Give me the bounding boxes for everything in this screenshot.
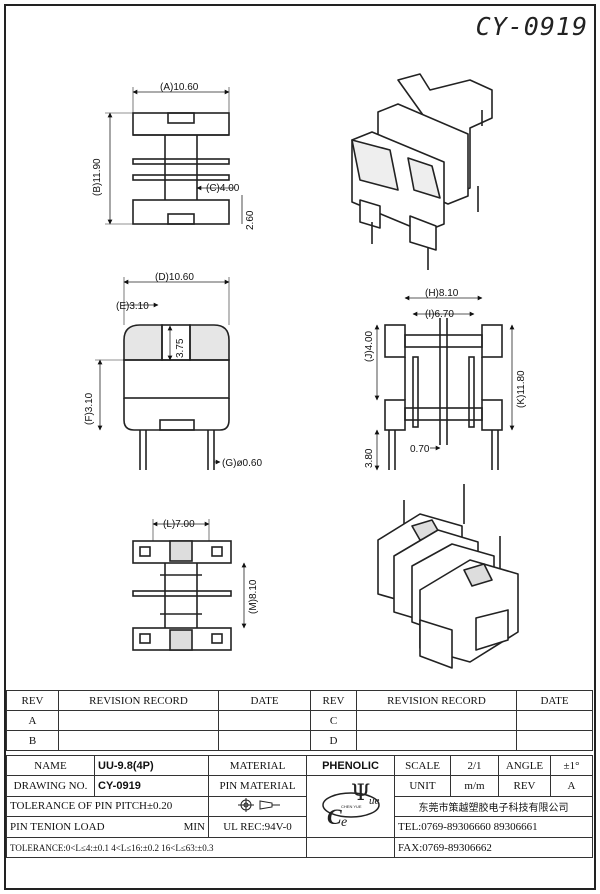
rev-label: REV [498, 775, 551, 797]
drawing-number-title: CY-0919 [475, 12, 588, 41]
date-cell [218, 730, 311, 751]
company-fax: FAX:0769-89306662 [394, 837, 593, 858]
side-view-left [95, 277, 230, 470]
material-label: MATERIAL [208, 755, 307, 776]
dim-k: (K)11.80 [516, 370, 527, 408]
title-block: NAME UU-9.8(4P) MATERIAL PHENOLIC SCALE … [6, 755, 593, 858]
projection-symbol-icon [237, 797, 280, 812]
pin-tension-cell: PIN TENION LOAD MIN [6, 816, 209, 838]
svg-text:Ψ: Ψ [351, 781, 370, 806]
pin-tension-label: PIN TENION LOAD [10, 821, 105, 834]
svg-text:ue: ue [369, 795, 380, 807]
revision-record-cell [356, 730, 517, 751]
revision-record-cell [356, 710, 517, 731]
unit-value: m/m [450, 775, 499, 797]
dim-375: 3.75 [175, 338, 186, 358]
dim-d: (D)10.60 [155, 272, 194, 283]
name-value: UU-9.8(4P) [94, 755, 209, 776]
name-label: NAME [6, 755, 95, 776]
date-header-2: DATE [516, 690, 593, 711]
dim-e: (E)3.10 [116, 301, 149, 312]
dim-380: 3.80 [364, 448, 375, 468]
revision-record-header-2: REVISION RECORD [356, 690, 517, 711]
isometric-view-top [351, 73, 493, 270]
tolerance-pin-pitch: TOLERANCE OF PIN PITCH±0.20 [6, 795, 209, 818]
dim-c: (C)4.00 [206, 183, 240, 194]
dim-g: (G)ø0.60 [222, 458, 262, 469]
date-header: DATE [218, 690, 311, 711]
company-logo: C e Ψ ue CHEN YUE [306, 775, 395, 838]
date-cell [516, 730, 593, 751]
rev-value: A [550, 775, 593, 797]
dim-b: (B)11.90 [92, 158, 103, 196]
dim-m: (M)8.10 [248, 579, 259, 614]
angle-label: ANGLE [498, 755, 551, 776]
dim-h: (H)8.10 [425, 288, 459, 299]
dim-i: (I)6.70 [425, 309, 454, 320]
drawing-sheet [4, 4, 596, 890]
svg-text:C: C [327, 804, 342, 829]
unit-label: UNIT [394, 775, 451, 797]
company-name: 东莞市策越塑胶电子科技有限公司 [394, 795, 593, 818]
pin-material-label: PIN MATERIAL [208, 775, 307, 797]
rev-cell: C [310, 710, 357, 731]
front-view [105, 87, 243, 225]
dim-f: (F)3.10 [84, 392, 95, 425]
isometric-view-bottom [377, 484, 519, 669]
svg-text:e: e [341, 815, 347, 830]
dim-a: (A)10.60 [160, 82, 199, 93]
drawing-views: (A)10.60 (B)11.90 (C)4.00 2.60 [84, 73, 527, 669]
scale-label: SCALE [394, 755, 451, 776]
drawing-no-label: DRAWING NO. [6, 775, 95, 797]
revision-table: REV REVISION RECORD DATE REV REVISION RE… [6, 690, 593, 751]
revision-record-cell [58, 710, 219, 731]
pin-symbol [208, 795, 307, 818]
company-tel: TEL:0769-89306660 89306661 [394, 816, 593, 838]
rev-header-2: REV [310, 690, 357, 711]
rev-cell: B [6, 730, 59, 751]
dim-070: 0.70 [410, 444, 430, 455]
logo-icon: C e Ψ ue CHEN YUE [322, 781, 380, 830]
date-cell [218, 710, 311, 731]
top-view [132, 519, 247, 651]
svg-text:CHEN YUE: CHEN YUE [341, 804, 362, 809]
drawing-no-value: CY-0919 [94, 775, 209, 797]
dim-260: 2.60 [245, 210, 256, 230]
angle-value: ±1° [550, 755, 593, 776]
dim-j: (J)4.00 [364, 330, 375, 362]
revision-record-cell [58, 730, 219, 751]
rev-cell: D [310, 730, 357, 751]
end-view-right [374, 295, 515, 471]
general-tolerance: TOLERANCE:0<L≤4:±0.1 4<L≤16:±0.2 16<L≤63… [6, 837, 307, 858]
rev-header: REV [6, 690, 59, 711]
ul-rec: UL REC:94V-0 [208, 816, 307, 838]
rev-cell: A [6, 710, 59, 731]
dim-l: (L)7.00 [163, 519, 195, 530]
scale-value: 2/1 [450, 755, 499, 776]
pin-tension-min: MIN [183, 821, 205, 834]
date-cell [516, 710, 593, 731]
material-value: PHENOLIC [306, 755, 395, 776]
revision-record-header: REVISION RECORD [58, 690, 219, 711]
